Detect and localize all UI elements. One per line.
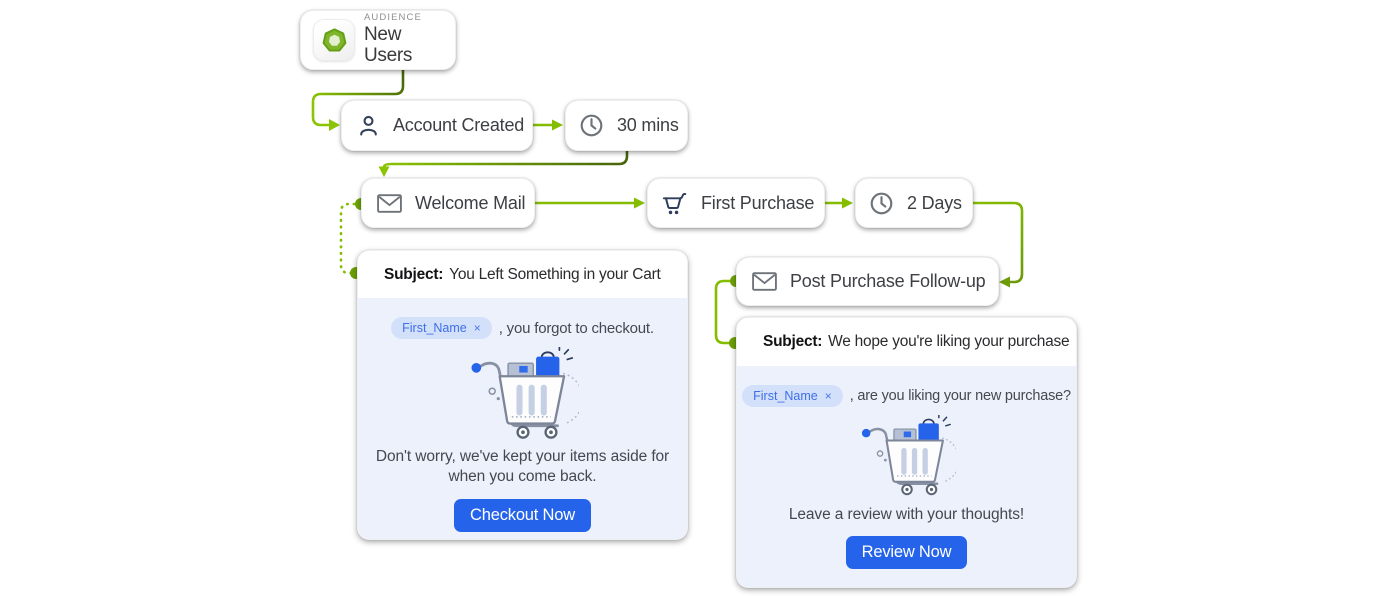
- review-now-button[interactable]: Review Now: [845, 536, 968, 570]
- email-body: First_Name × , are you liking your new p…: [737, 366, 1076, 587]
- audience-eyebrow: AUDIENCE: [364, 11, 422, 23]
- email-subject-row: Subject: We hope you're liking your purc…: [737, 318, 1076, 366]
- clock-icon: [868, 190, 895, 217]
- flow-node-label: 30 mins: [617, 115, 679, 135]
- flow-node-label: First Purchase: [701, 192, 815, 213]
- connector-30mins-to-welcome: [382, 149, 629, 169]
- greeting-row: First_Name × , you forgot to checkout.: [358, 298, 687, 339]
- flow-node-post-purchase-follow-up[interactable]: Post Purchase Follow-up: [736, 257, 999, 306]
- flow-node-label: Post Purchase Follow-up: [790, 271, 986, 291]
- subject-text: We hope you're liking your purchase: [828, 333, 1070, 350]
- subject-label: Subject:: [384, 265, 444, 283]
- greeting-text: , are you liking your new purchase?: [849, 388, 1071, 404]
- flow-node-delay-30-mins[interactable]: 30 mins: [565, 100, 688, 151]
- email-body-text: Don't worry, we've kept your items aside…: [375, 448, 670, 486]
- flow-node-audience[interactable]: AUDIENCE New Users: [300, 10, 456, 70]
- flow-node-delay-2-days[interactable]: 2 Days: [855, 178, 973, 228]
- flow-node-account-created[interactable]: Account Created: [341, 100, 533, 151]
- audience-heptagon-icon: [313, 19, 355, 61]
- audience-title: New Users: [364, 23, 413, 67]
- greeting-row: First_Name × , are you liking your new p…: [737, 366, 1076, 407]
- email-preview-card-cart-abandon: Subject: You Left Something in your Cart…: [357, 250, 688, 540]
- subject-text: You Left Something in your Cart: [449, 265, 661, 283]
- mail-icon: [376, 192, 403, 215]
- flow-node-first-purchase[interactable]: First Purchase: [647, 178, 825, 228]
- person-icon: [356, 113, 381, 138]
- merge-tag-chip[interactable]: First_Name ×: [391, 317, 492, 339]
- shopping-cart-illustration: [861, 415, 956, 496]
- chip-remove-icon[interactable]: ×: [473, 321, 481, 335]
- flow-node-label: 2 Days: [907, 192, 962, 213]
- clock-icon: [578, 112, 605, 139]
- email-subject-row: Subject: You Left Something in your Cart: [358, 251, 687, 298]
- merge-tag-label: First_Name: [402, 321, 467, 335]
- cart-icon: [662, 191, 689, 216]
- connector-postpurchase-to-card: [714, 279, 738, 345]
- flow-node-label: Account Created: [393, 115, 525, 135]
- merge-tag-chip[interactable]: First_Name ×: [742, 385, 843, 407]
- email-body: First_Name × , you forgot to checkout.: [358, 298, 687, 539]
- shopping-cart-illustration: [470, 347, 579, 439]
- checkout-now-button[interactable]: Checkout Now: [454, 498, 591, 532]
- subject-label: Subject:: [763, 333, 823, 350]
- email-body-text: Leave a review with your thoughts!: [788, 506, 1025, 523]
- email-preview-card-post-purchase: Subject: We hope you're liking your purc…: [736, 317, 1077, 588]
- flow-node-welcome-mail[interactable]: Welcome Mail: [361, 178, 535, 228]
- merge-tag-label: First_Name: [753, 389, 818, 403]
- chip-remove-icon[interactable]: ×: [824, 389, 832, 403]
- mail-icon: [751, 270, 778, 293]
- greeting-text: , you forgot to checkout.: [498, 319, 654, 337]
- flow-node-label: Welcome Mail: [415, 192, 526, 213]
